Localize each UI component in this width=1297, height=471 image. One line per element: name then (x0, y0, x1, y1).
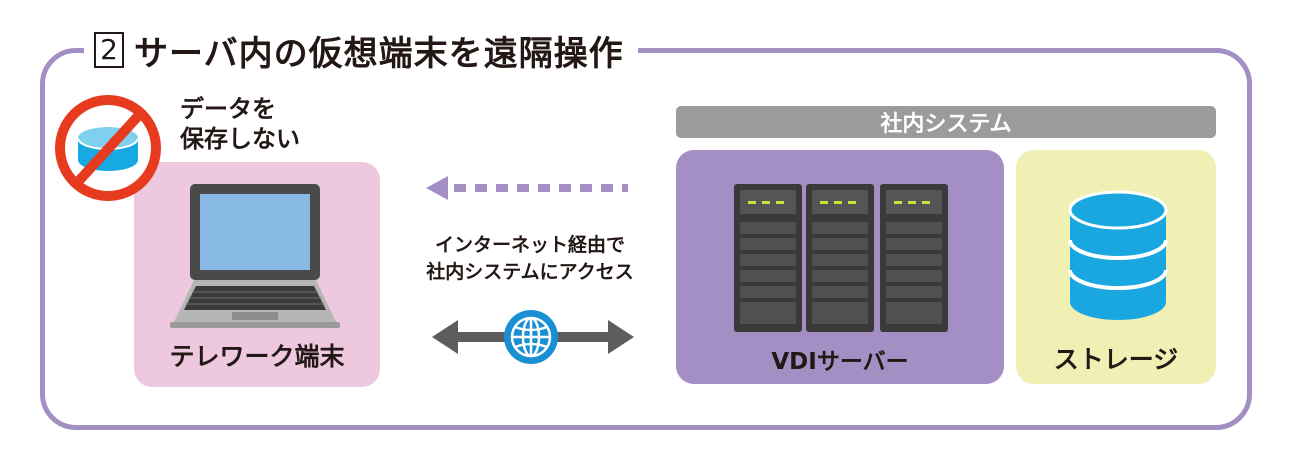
diagram-frame (40, 48, 1252, 430)
vdi-server-label: VDIサーバー (771, 349, 909, 375)
no-data-line-1: データを (180, 95, 276, 123)
storage-database-icon (1068, 190, 1168, 320)
laptop-icon (170, 184, 340, 328)
dotted-left-arrow-icon (426, 176, 628, 200)
globe-icon (504, 310, 558, 364)
double-arrow-icon (432, 320, 634, 354)
diagram-title: 2 サーバ内の仮想端末を遠隔操作 (84, 26, 638, 74)
server-rack-icon (734, 184, 948, 332)
no-data-line-2: 保存しない (180, 125, 300, 153)
storage-label: ストレージ (1053, 345, 1179, 374)
internal-system-label: 社内システム (880, 112, 1012, 137)
title-number-box: 2 (94, 32, 124, 68)
internet-access-label: インターネット経由で 社内システムにアクセス (380, 232, 680, 286)
internet-access-line-2: 社内システムにアクセス (426, 261, 634, 283)
internal-system-bar: 社内システム (676, 106, 1216, 138)
telework-label: テレワーク端末 (169, 342, 345, 371)
internet-access-line-1: インターネット経由で (434, 234, 625, 256)
prohibited-database-icon (55, 95, 161, 201)
title-text: サーバ内の仮想端末を遠隔操作 (134, 33, 624, 74)
no-data-label: データを 保存しない (180, 94, 300, 154)
